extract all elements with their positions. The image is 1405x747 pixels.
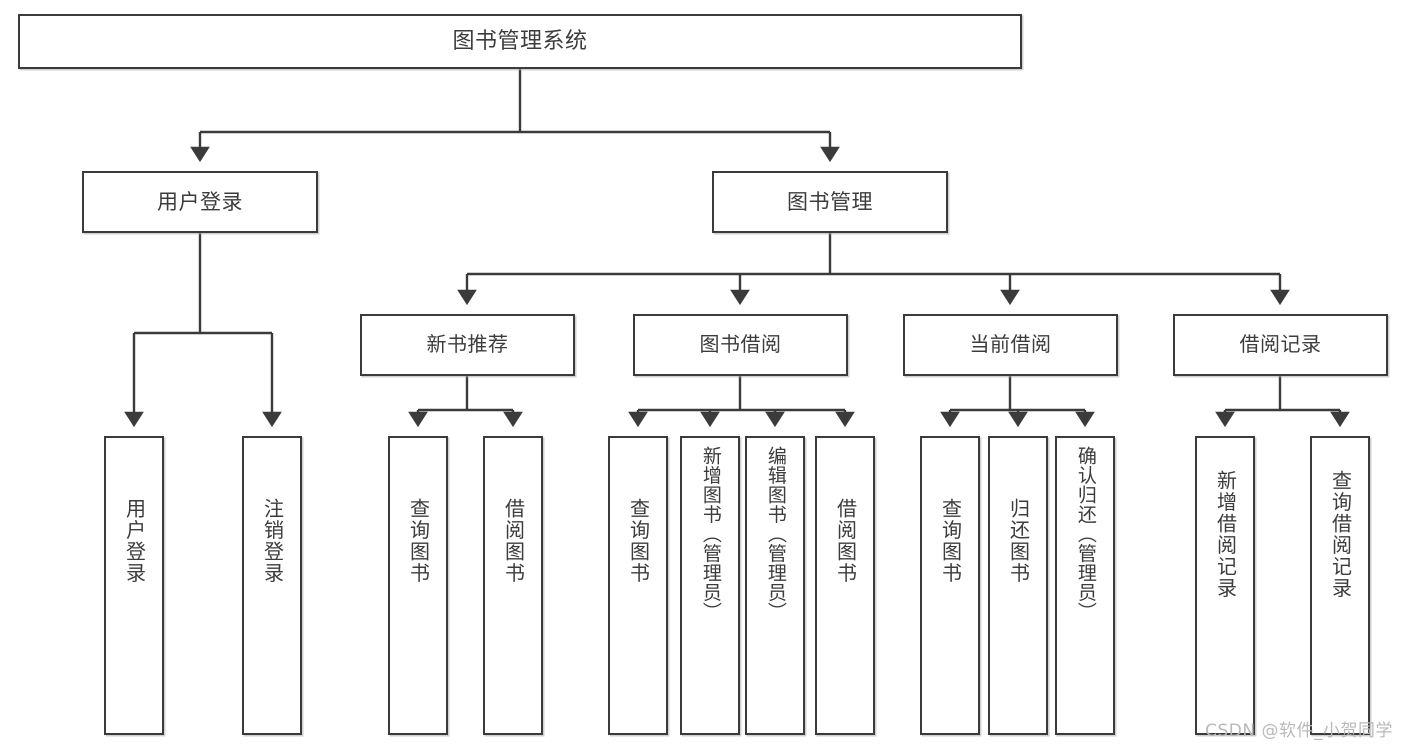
- node-book-borrow-label: 图书借阅: [699, 332, 782, 357]
- node-leaf-borrow-book-2[interactable]: 借阅图书: [815, 436, 875, 735]
- node-leaf-logout[interactable]: 注销登录: [242, 436, 302, 735]
- node-current-borrow-label: 当前借阅: [969, 332, 1052, 357]
- node-leaf-user-login-label: 用户登录: [122, 498, 147, 584]
- node-leaf-query-book-2-label: 查询图书: [626, 498, 651, 584]
- node-leaf-add-borrow-record-label: 新增借阅记录: [1213, 470, 1238, 599]
- node-leaf-borrow-book-2-label: 借阅图书: [833, 498, 858, 584]
- watermark: CSDN @软件_小贺同学: [1205, 721, 1393, 741]
- node-leaf-query-book-1-label: 查询图书: [406, 498, 431, 584]
- node-user-login[interactable]: 用户登录: [82, 171, 318, 233]
- node-borrow-record[interactable]: 借阅记录: [1173, 314, 1388, 376]
- node-leaf-add-borrow-record[interactable]: 新增借阅记录: [1195, 436, 1255, 735]
- node-leaf-confirm-return-admin[interactable]: 确认归还（管理员）: [1055, 436, 1115, 735]
- node-leaf-user-login[interactable]: 用户登录: [104, 436, 164, 735]
- node-leaf-return-book[interactable]: 归还图书: [988, 436, 1048, 735]
- node-leaf-add-book-admin-label: 新增图书（管理员）: [699, 446, 722, 622]
- node-leaf-edit-book-admin[interactable]: 编辑图书（管理员）: [745, 436, 805, 735]
- node-book-management[interactable]: 图书管理: [712, 171, 948, 233]
- node-leaf-query-borrow-record-label: 查询借阅记录: [1328, 470, 1353, 599]
- node-book-borrow[interactable]: 图书借阅: [633, 314, 848, 376]
- node-leaf-query-book-2[interactable]: 查询图书: [608, 436, 668, 735]
- node-borrow-record-label: 借阅记录: [1239, 332, 1322, 357]
- node-leaf-logout-label: 注销登录: [260, 498, 285, 584]
- node-user-login-label: 用户登录: [157, 189, 243, 214]
- node-leaf-query-book-3[interactable]: 查询图书: [920, 436, 980, 735]
- node-leaf-borrow-book-1-label: 借阅图书: [501, 498, 526, 584]
- node-leaf-edit-book-admin-label: 编辑图书（管理员）: [764, 446, 787, 622]
- node-book-management-label: 图书管理: [787, 189, 873, 214]
- node-new-book-recommend[interactable]: 新书推荐: [360, 314, 575, 376]
- node-current-borrow[interactable]: 当前借阅: [903, 314, 1118, 376]
- node-leaf-confirm-return-admin-label: 确认归还（管理员）: [1074, 446, 1097, 622]
- node-leaf-query-book-3-label: 查询图书: [938, 498, 963, 584]
- node-root[interactable]: 图书管理系统: [18, 14, 1022, 69]
- node-leaf-return-book-label: 归还图书: [1006, 498, 1031, 584]
- node-leaf-query-book-1[interactable]: 查询图书: [388, 436, 448, 735]
- node-leaf-add-book-admin[interactable]: 新增图书（管理员）: [680, 436, 740, 735]
- node-leaf-borrow-book-1[interactable]: 借阅图书: [483, 436, 543, 735]
- node-root-label: 图书管理系统: [452, 28, 588, 54]
- node-new-book-recommend-label: 新书推荐: [426, 332, 509, 357]
- node-leaf-query-borrow-record[interactable]: 查询借阅记录: [1310, 436, 1370, 735]
